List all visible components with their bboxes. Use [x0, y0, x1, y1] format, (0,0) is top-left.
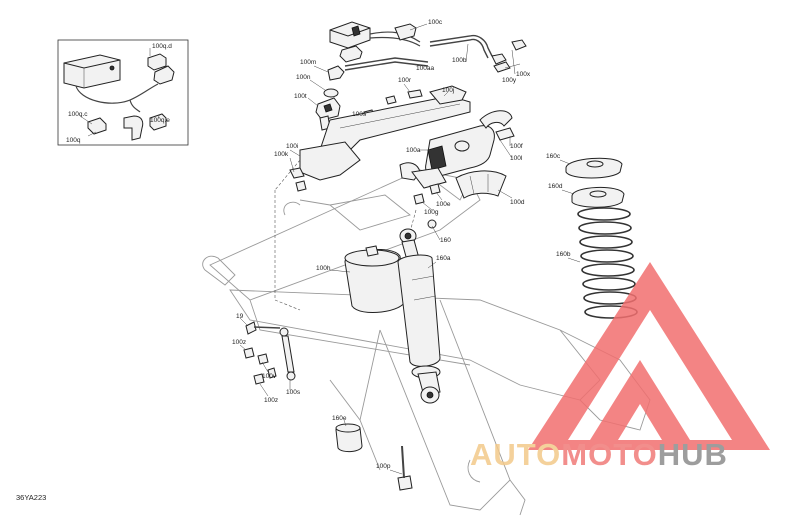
label-100s-bot: 100s	[286, 389, 301, 396]
label-100l: 100l	[510, 155, 523, 162]
lower-link-group: 19 100z 100v 100z 100s	[232, 313, 301, 404]
label-100b: 100b	[452, 57, 467, 64]
spring-assembly: 160c 160d 160b	[546, 153, 638, 319]
label-100h: 100h	[316, 265, 331, 272]
watermark-hub: HUB	[658, 437, 728, 472]
label-100m: 100m	[300, 59, 316, 66]
label-100f: 100f	[510, 143, 523, 150]
label-100qd: 100q.d	[152, 43, 172, 50]
label-100r: 100r	[398, 77, 412, 84]
shock-absorber: 160 100h 160a	[316, 219, 451, 404]
label-100x: 100x	[516, 71, 531, 78]
top-actuator-group: 100c 100b 100x 100y 100aa	[329, 19, 531, 84]
automotohub-watermark: AUTOMOTOHUB	[470, 262, 770, 472]
label-100qe: 100q.e	[150, 117, 170, 124]
label-160a: 160a	[436, 255, 451, 262]
label-100p: 100p	[376, 463, 391, 470]
label-100j: 100j	[442, 87, 454, 94]
bushing-and-bolt: 160e 100p	[332, 415, 413, 491]
label-100q: 100q	[66, 137, 81, 144]
label-100aa: 100aa	[416, 65, 434, 72]
label-160d: 160d	[548, 183, 563, 190]
label-100d: 100d	[510, 199, 525, 206]
label-100c: 100c	[428, 19, 443, 26]
watermark-text: AUTOMOTOHUB	[470, 437, 728, 472]
assembly-lines	[274, 159, 417, 311]
watermark-auto: AUTO	[470, 437, 561, 472]
label-100i: 100i	[286, 143, 298, 150]
label-100s-top: 100s	[352, 111, 367, 118]
inset-detail: 100q.d 100q.c 100q.e 100q	[57, 39, 189, 146]
label-100z-bot: 100z	[264, 397, 278, 404]
bracket-group: 100m 100n 100r 100t 100j 100s 100i 100k …	[274, 59, 525, 216]
label-160c: 160c	[546, 153, 561, 160]
label-19: 19	[236, 313, 244, 320]
label-100v: 100v	[262, 373, 277, 380]
label-100z-top: 100z	[232, 339, 246, 346]
label-100a: 100a	[406, 147, 421, 154]
figure-code: 36YA223	[16, 493, 46, 502]
label-100k: 100k	[274, 151, 289, 158]
watermark-triangle-logo	[528, 262, 770, 450]
label-160e: 160e	[332, 415, 347, 422]
watermark-moto: MOTO	[561, 437, 657, 472]
label-100e: 100e	[436, 201, 451, 208]
label-100t: 100t	[294, 93, 307, 100]
label-100qc: 100q.c	[68, 111, 88, 118]
label-160: 160	[440, 237, 451, 244]
label-100n: 100n	[296, 74, 311, 81]
label-160b: 160b	[556, 251, 571, 258]
label-100g: 100g	[424, 209, 439, 216]
label-100y: 100y	[502, 77, 517, 84]
